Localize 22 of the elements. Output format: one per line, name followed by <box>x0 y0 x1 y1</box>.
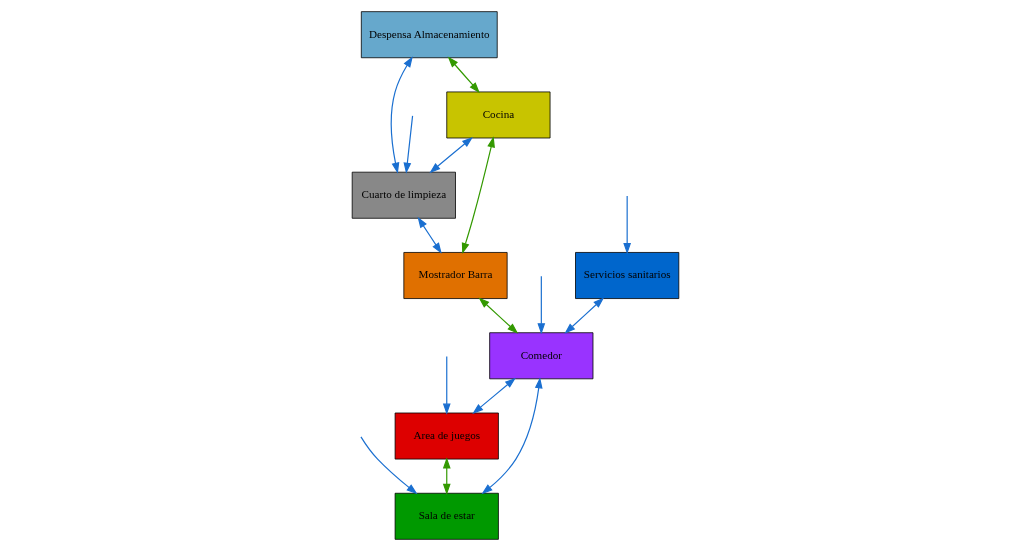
node-box: Servicios sanitarios <box>575 252 680 299</box>
node-box: Comedor <box>489 332 594 380</box>
arrow <box>461 136 495 254</box>
arrow <box>537 275 546 335</box>
arrow <box>403 115 414 174</box>
node-box: Cocina <box>446 91 551 139</box>
node-box: Cuarto de limpieza <box>351 171 456 219</box>
arrow <box>481 377 543 495</box>
node-box: Sala de estar <box>394 492 499 540</box>
arrow <box>623 195 632 255</box>
arrow <box>442 356 451 415</box>
arrow <box>472 377 516 414</box>
arrow <box>564 297 605 334</box>
node-box: Mostrador Barra <box>403 252 508 299</box>
arrow <box>417 216 442 254</box>
node-box: Despensa Almacenamiento <box>360 11 498 59</box>
arrow <box>390 56 413 174</box>
arrow <box>447 56 480 94</box>
node-box: Area de juegos <box>394 412 499 460</box>
arrow <box>360 436 418 495</box>
arrow <box>478 297 519 334</box>
arrow <box>429 136 473 174</box>
